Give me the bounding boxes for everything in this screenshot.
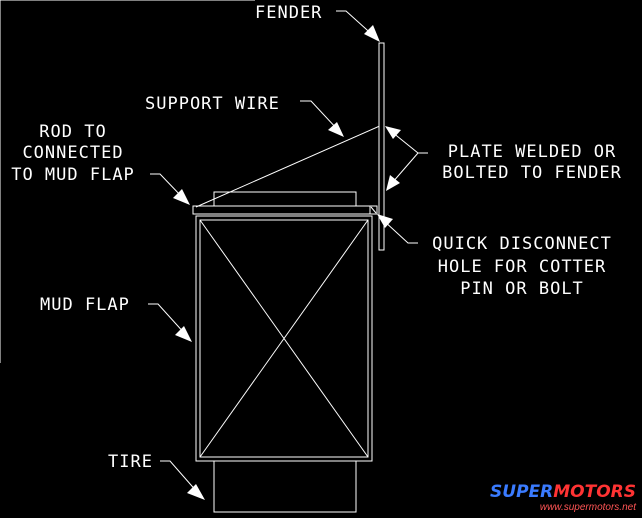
rod-label-line-2: CONNECTED xyxy=(22,143,123,163)
watermark-logo: SUPERMOTORS xyxy=(490,482,636,502)
quick-disconnect-label-line-2: HOLE FOR COTTER xyxy=(438,257,607,277)
rod-bar xyxy=(192,205,376,215)
fender-arrowhead xyxy=(364,25,380,42)
fender-leader xyxy=(336,10,377,39)
plate-label-line-2: BOLTED TO FENDER xyxy=(442,163,622,183)
labels: FENDER SUPPORT WIRE ROD TO CONNECTED TO … xyxy=(11,3,622,472)
leaders xyxy=(148,10,428,494)
plate-leader-upper xyxy=(391,131,428,154)
plate-upper-arrowhead xyxy=(385,126,401,139)
quick-disconnect-arrowhead xyxy=(377,214,393,228)
watermark-logo-motors: MOTORS xyxy=(553,482,636,502)
quick-disconnect-leader xyxy=(382,219,418,244)
support-wire-arrowhead xyxy=(328,122,344,137)
tire-bottom xyxy=(213,459,357,513)
watermark-logo-super: SUPER xyxy=(490,482,553,502)
rod-label-line-3: TO MUD FLAP xyxy=(11,165,135,185)
rod-leader xyxy=(150,173,184,199)
arrowheads xyxy=(173,25,401,500)
plate-label-line-1: PLATE WELDED OR xyxy=(448,142,617,162)
tire-leader xyxy=(160,460,199,494)
support-wire-leader xyxy=(300,100,339,131)
rod-end-mark xyxy=(370,206,377,214)
watermark-url: www.supermotors.net xyxy=(540,502,637,513)
rod-label-line-1: ROD TO xyxy=(39,122,106,142)
plate-lower-arrowhead xyxy=(386,175,400,191)
tire-label: TIRE xyxy=(108,452,153,472)
mud-flap xyxy=(195,215,373,462)
mud-flap-label: MUD FLAP xyxy=(40,295,130,315)
quick-disconnect-label-line-3: PIN OR BOLT xyxy=(460,279,584,299)
mud-flap-leader xyxy=(148,303,187,336)
plate-leader-lower xyxy=(391,152,419,184)
mud-flap-diagonal-2 xyxy=(199,219,369,458)
rod xyxy=(192,205,378,215)
fender-label: FENDER xyxy=(255,3,322,23)
support-wire-label: SUPPORT WIRE xyxy=(145,94,280,114)
rod-arrowhead xyxy=(173,189,190,205)
supermotors-watermark: SUPERMOTORS www.supermotors.net xyxy=(490,482,637,513)
quick-disconnect-label-line-1: QUICK DISCONNECT xyxy=(432,234,612,254)
support-wire xyxy=(195,124,383,208)
fender-edge xyxy=(378,42,385,251)
mud-flap-arrowhead xyxy=(175,326,192,342)
tire-arrowhead xyxy=(187,484,205,500)
mud-flap-inner xyxy=(199,219,369,458)
